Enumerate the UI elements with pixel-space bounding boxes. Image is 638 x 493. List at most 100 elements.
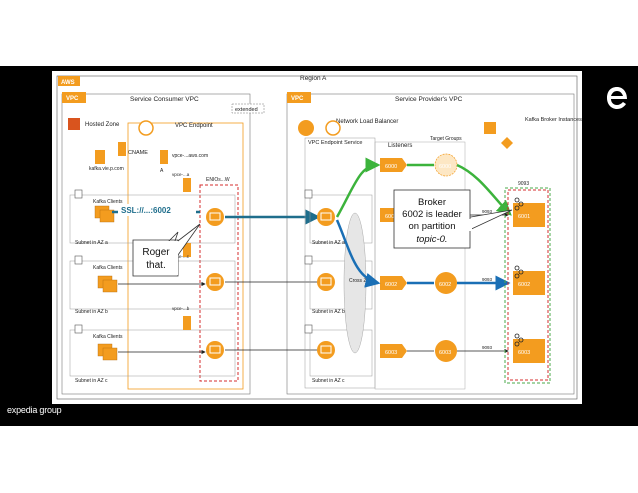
broker-group-red-dashed <box>507 189 549 381</box>
expedia-logo-icon <box>607 87 627 109</box>
blue-produce-arrow-1 <box>335 219 381 288</box>
route53-icon <box>68 118 80 130</box>
nlb-title: Network Load Balancer <box>336 119 398 125</box>
region-panel <box>52 71 582 404</box>
consumer-subnet-a-label: Subnet in AZ a <box>75 240 108 246</box>
listener-6003-label: 6003 <box>385 350 397 356</box>
listener-6000-label: 6000 <box>385 164 397 170</box>
roger-text-2: that. <box>146 260 165 271</box>
nlb-icon <box>298 120 314 136</box>
roger-text-1: Roger <box>142 247 170 258</box>
eni-interface-a <box>206 208 224 226</box>
eni-interface-b <box>206 273 224 291</box>
cname-label: CNAME <box>128 150 148 156</box>
consumer-subnet-b-label: Subnet in AZ b <box>75 309 108 315</box>
dns-record-icon <box>95 150 105 164</box>
consumer-subnet-c <box>69 324 236 377</box>
port-label-c: 9093 <box>482 345 493 350</box>
consumer-vpc-badge: VPC <box>66 96 79 102</box>
broker-text-1: Broker <box>418 197 446 208</box>
kafka-broker-6001 <box>513 203 545 227</box>
eni-interface-c <box>206 341 224 359</box>
kafka-clients-b-label: Kafka Clients <box>93 265 123 271</box>
a-record-label: A <box>160 168 164 174</box>
broker-text-3: on partition <box>408 221 455 232</box>
eni-b-label: vpce-...b <box>172 306 190 311</box>
kafka-broker-6001-label: 6001 <box>518 214 530 220</box>
broker-text-4: topic-0. <box>416 234 447 245</box>
listeners-title: Listeners <box>388 143 412 149</box>
provider-subnet-a <box>304 189 373 244</box>
listener-6000 <box>380 158 407 172</box>
green-bootstrap-arrow-1 <box>335 157 381 218</box>
target-group-6002 <box>435 272 457 294</box>
kafka-group-label: 9093 <box>518 181 529 187</box>
target-group-6000-label: 6000 <box>439 164 451 170</box>
provider-subnet-b-label: Subnet in AZ b <box>312 309 345 315</box>
listener-6001-label: 6001 <box>385 214 397 220</box>
ssl-label-bg <box>118 204 196 216</box>
eni-a-icon <box>183 178 191 192</box>
nlb-node-b <box>317 273 335 291</box>
listener-6002 <box>380 276 407 290</box>
eni-group-label: ENIOs...W <box>206 177 230 183</box>
nlb-node-c <box>317 341 335 359</box>
roger-bubble-fill <box>134 241 178 275</box>
provider-vpc-box <box>286 93 575 395</box>
aws-cloud-icon <box>58 76 80 86</box>
kafka-clients-a-label: Kafka Clients <box>93 199 123 205</box>
broker-bubble-joint <box>462 219 472 231</box>
vpc-endpoint-box <box>127 122 244 390</box>
listener-6002-label: 6002 <box>385 282 397 288</box>
eni-b-icon <box>183 243 191 257</box>
provider-subnet-c <box>304 324 373 377</box>
listener-6003 <box>380 344 407 358</box>
target-group-6003 <box>435 340 457 362</box>
consumer-vpc-box <box>61 93 251 395</box>
endpoint-icon <box>138 120 154 136</box>
target-group-6003-label: 6003 <box>439 350 451 356</box>
expedia-group-brand: expedia group <box>7 405 62 415</box>
kafka-broker-6002 <box>513 271 545 295</box>
aws-label: AWS <box>61 80 75 86</box>
kafka-broker-6003-label: 6003 <box>518 350 530 356</box>
region-title: Region A <box>300 75 327 82</box>
peering-label: extended <box>235 107 258 113</box>
endpoint-dns-icon <box>160 150 168 164</box>
cross-zone-label: Cross Zone <box>349 278 375 284</box>
provider-vpc-badge: VPC <box>291 96 304 102</box>
endpoint-service-title: VPC Endpoint Service <box>308 140 362 146</box>
endpoint-service-icon <box>325 120 341 136</box>
cname-icon <box>118 142 126 156</box>
hosted-zone-record: kafka.vie.p.com <box>89 166 124 172</box>
kafka-broker-6002-label: 6002 <box>518 282 530 288</box>
broker-group-green-dashed <box>504 187 551 384</box>
consumer-subnet-b <box>69 255 236 310</box>
target-group-6002-label: 6002 <box>439 282 451 288</box>
provider-subnet-c-label: Subnet in AZ c <box>312 378 345 384</box>
provider-vpc-icon <box>287 92 311 103</box>
eni-c-label: vpce-...c <box>172 254 190 259</box>
region-border <box>56 75 578 400</box>
eni-a-label: vpce-...a <box>172 172 190 177</box>
ssl-label: SSL://...:6002 <box>121 206 171 215</box>
peering-box <box>231 103 265 114</box>
hosted-zone-title: Hosted Zone <box>85 122 120 128</box>
vpc-endpoint-dns: vpce-...aws.com <box>172 153 208 159</box>
kafka-broker-6003 <box>513 339 545 363</box>
green-bootstrap-arrow-3 <box>456 163 512 216</box>
consumer-vpc-icon <box>62 92 86 103</box>
provider-vpc-title: Service Provider's VPC <box>395 96 463 103</box>
listeners-box <box>374 141 466 390</box>
ec2-icon <box>484 122 496 134</box>
eni-group-dashed <box>199 184 239 382</box>
kafka-title: Kafka Broker Instances <box>525 117 582 123</box>
kafka-logo-icon <box>514 197 524 347</box>
autoscaling-icon <box>501 137 513 149</box>
target-groups-title: Target Groups <box>430 136 462 142</box>
port-label-a: 9093 <box>482 209 493 214</box>
broker-text-2: 6002 is leader <box>402 209 462 220</box>
port-label-b: 9093 <box>482 277 493 282</box>
consumer-subnet-a <box>69 189 236 244</box>
